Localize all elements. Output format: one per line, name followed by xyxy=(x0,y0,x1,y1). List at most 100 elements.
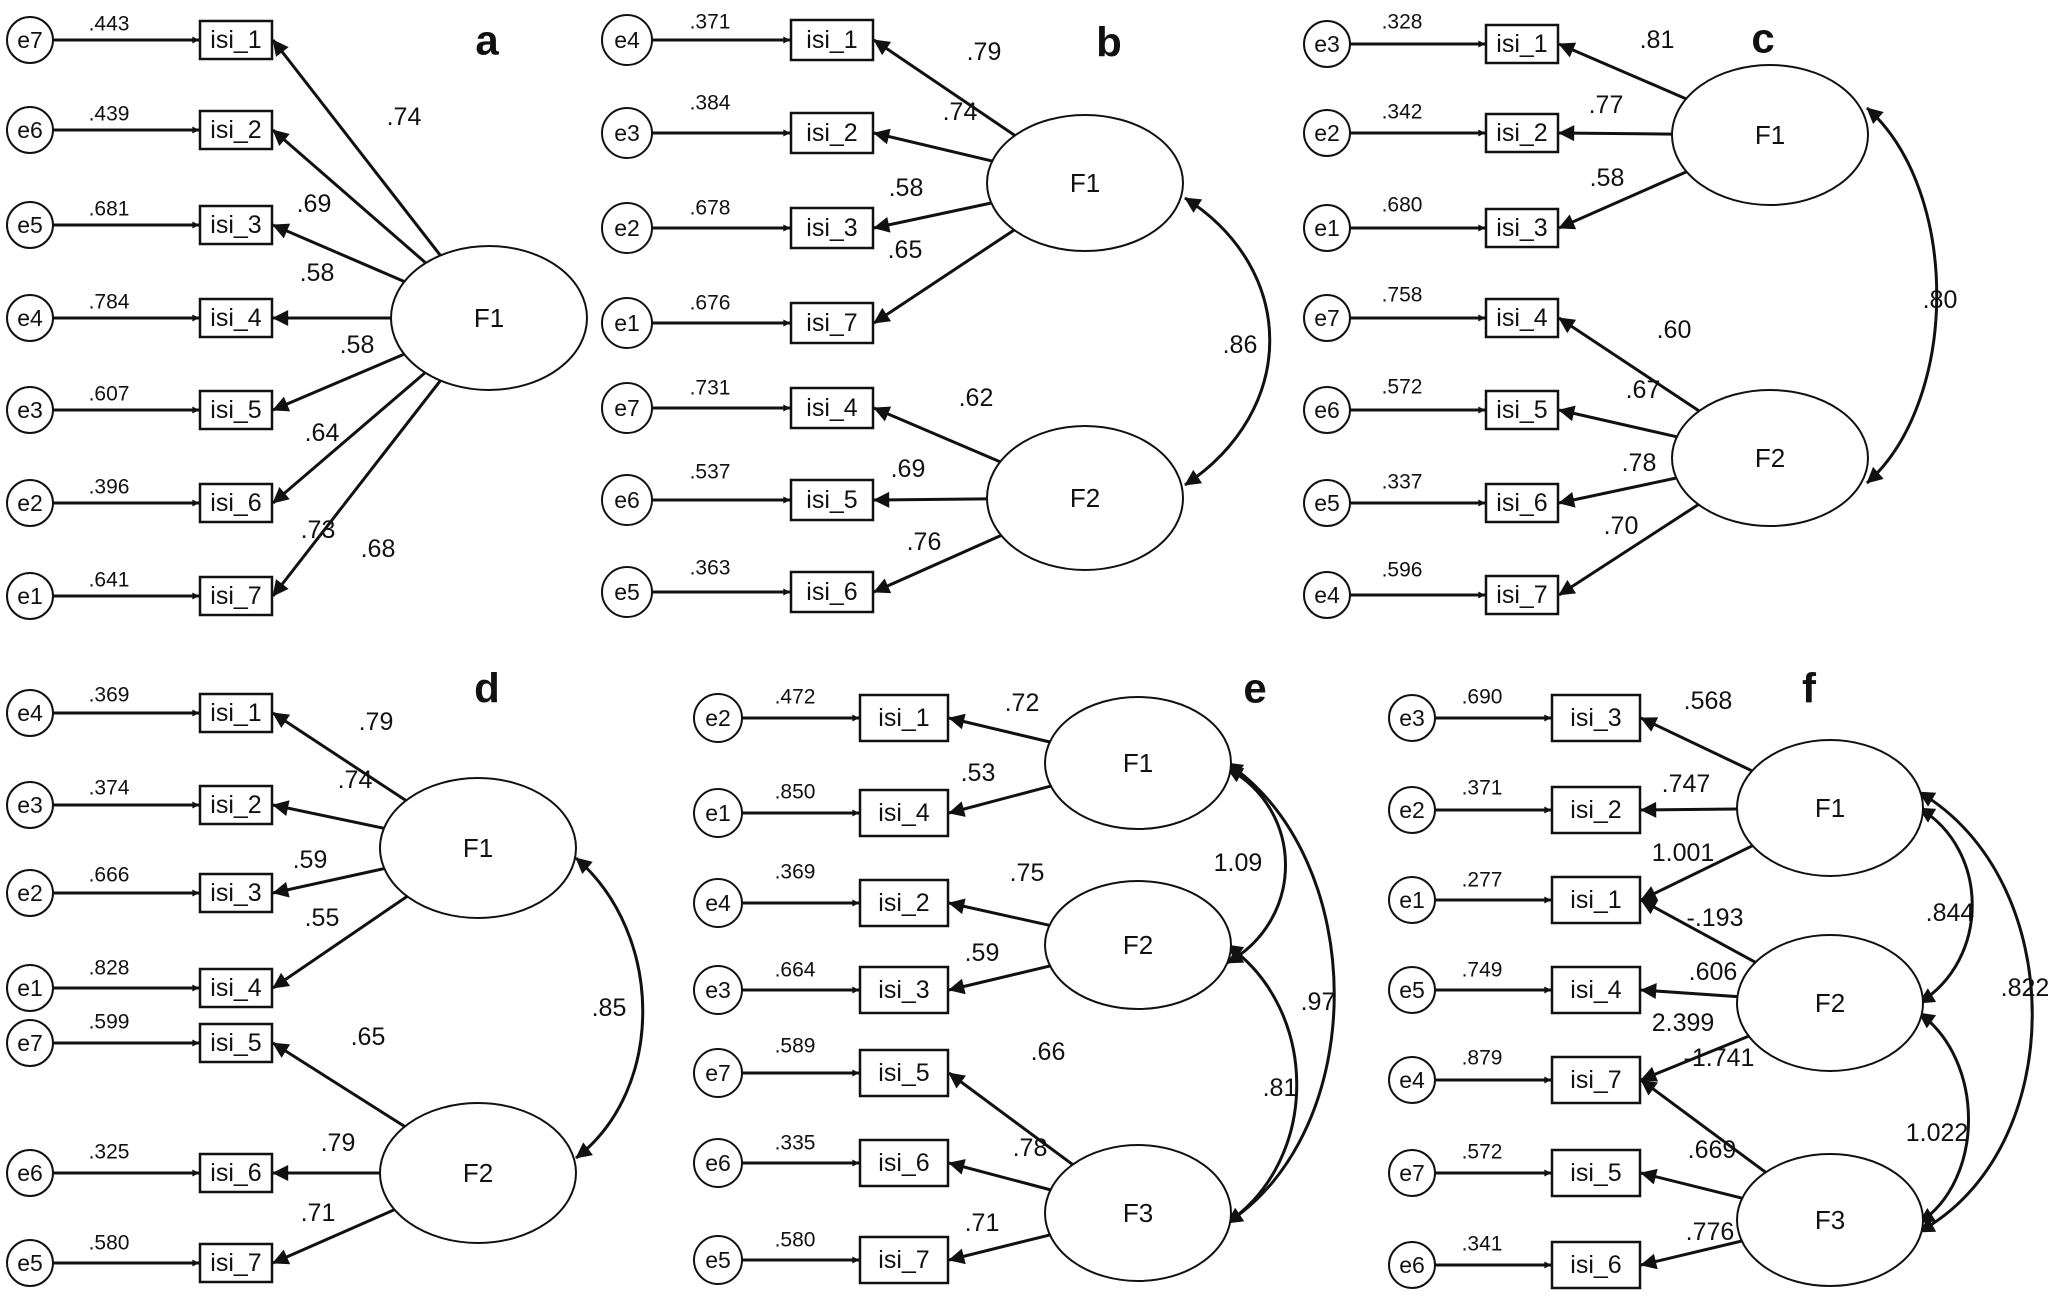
error-node xyxy=(1388,1056,1436,1104)
factor-node xyxy=(1736,739,1924,877)
error-node-label: e4 xyxy=(1314,582,1340,608)
error-variance-label: .572 xyxy=(1382,376,1423,399)
error-node-label: e3 xyxy=(17,792,43,818)
error-node xyxy=(1388,876,1436,924)
covariance-label: 1.022 xyxy=(1906,1119,1969,1147)
error-node-label: e2 xyxy=(1314,120,1340,146)
error-node xyxy=(693,1138,743,1188)
loading-arrow xyxy=(272,867,385,898)
item-box xyxy=(198,967,274,1009)
error-variance-label: .363 xyxy=(690,557,731,580)
factor-node-label: F1 xyxy=(1755,120,1785,150)
loading-arrow xyxy=(1640,898,1757,964)
error-variance-label: .374 xyxy=(89,777,130,800)
item-box-label: isi_6 xyxy=(1496,489,1547,517)
loading-arrow xyxy=(948,713,1051,744)
error-variance-label: .371 xyxy=(690,11,731,34)
item-box xyxy=(858,1048,950,1098)
loading-label: .58 xyxy=(340,331,375,359)
item-box xyxy=(789,111,875,155)
error-node-label: e2 xyxy=(1399,797,1425,823)
item-box-label: isi_2 xyxy=(878,889,929,917)
error-variance-label: .599 xyxy=(89,1011,130,1034)
factor-node-label: F2 xyxy=(1123,930,1153,960)
error-node xyxy=(601,297,653,349)
factor-node-label: F2 xyxy=(1755,443,1785,473)
error-variance-label: .472 xyxy=(775,686,816,709)
loading-label: .69 xyxy=(891,455,926,483)
error-variance-label: .731 xyxy=(690,377,731,400)
loading-arrow xyxy=(1558,170,1688,230)
item-box-label: isi_4 xyxy=(806,394,858,422)
error-node xyxy=(6,479,54,527)
item-box-label: isi_4 xyxy=(210,304,262,332)
edges-layer xyxy=(53,36,2034,1270)
error-node xyxy=(6,294,54,342)
error-node xyxy=(6,106,54,154)
loading-label: .79 xyxy=(321,1129,356,1157)
error-variance-label: .341 xyxy=(1462,1233,1503,1256)
item-box xyxy=(198,109,274,151)
error-node-label: e7 xyxy=(17,27,43,53)
item-box xyxy=(198,19,274,61)
item-box xyxy=(1484,23,1560,65)
loading-arrow xyxy=(1558,503,1700,597)
item-box-label: isi_5 xyxy=(210,1029,261,1057)
item-box xyxy=(789,386,875,430)
item-box-label: isi_2 xyxy=(1496,119,1547,147)
factor-node-label: F3 xyxy=(1815,1205,1845,1235)
loading-arrow xyxy=(1558,42,1687,101)
loading-label: .71 xyxy=(965,1209,1000,1237)
error-node xyxy=(1388,1241,1436,1289)
error-variance-label: .369 xyxy=(775,861,816,884)
panel-letter-e: e xyxy=(1243,665,1266,712)
covariance-curve xyxy=(1918,790,2034,1234)
error-variance-label: .342 xyxy=(1382,101,1423,124)
item-box-label: isi_4 xyxy=(210,974,262,1002)
loading-label: .606 xyxy=(1689,958,1738,986)
factor-node xyxy=(1671,64,1869,206)
error-node xyxy=(1388,786,1436,834)
error-node xyxy=(693,788,743,838)
error-node-label: e6 xyxy=(614,487,640,513)
error-node-label: e1 xyxy=(614,310,640,336)
factor-node-label: F1 xyxy=(474,303,504,333)
error-variance-label: .396 xyxy=(89,476,130,499)
loading-label: .74 xyxy=(387,103,422,131)
loading-arrow xyxy=(873,128,993,163)
error-node-label: e6 xyxy=(1314,397,1340,423)
loading-arrow xyxy=(948,898,1050,927)
covariance-curve xyxy=(1226,761,1336,1225)
loading-label: .58 xyxy=(300,259,335,287)
loading-arrow xyxy=(1640,844,1754,902)
item-box xyxy=(1550,785,1642,835)
error-node xyxy=(1388,966,1436,1014)
error-node-label: e7 xyxy=(614,395,640,421)
item-box xyxy=(789,570,875,614)
panel-letter-c: c xyxy=(1751,15,1774,62)
item-box xyxy=(198,1152,274,1194)
item-box xyxy=(1484,207,1560,249)
item-box xyxy=(1550,965,1642,1015)
error-node xyxy=(1388,1149,1436,1197)
item-box-label: isi_6 xyxy=(1570,1251,1621,1279)
loading-label: .73 xyxy=(301,516,336,544)
covariance-label: .81 xyxy=(1263,1074,1298,1102)
loading-label: .71 xyxy=(301,1199,336,1227)
error-node-label: e3 xyxy=(705,977,731,1003)
item-box-label: isi_4 xyxy=(1496,304,1548,332)
loading-label: .65 xyxy=(888,236,923,264)
error-variance-label: .749 xyxy=(1462,959,1503,982)
error-node xyxy=(1303,204,1351,252)
error-node-label: e4 xyxy=(705,890,731,916)
covariance-curve xyxy=(1184,196,1272,487)
error-variance-label: .572 xyxy=(1462,1141,1503,1164)
item-box xyxy=(789,206,875,250)
error-variance-label: .325 xyxy=(89,1141,130,1164)
covariance-curve xyxy=(1918,806,1974,1005)
labels-layer: a.443.439.681.784.607.396.641.74.69.58.5… xyxy=(89,11,2050,1256)
item-box-label: isi_5 xyxy=(878,1059,929,1087)
error-variance-label: .335 xyxy=(775,1132,816,1155)
covariance-label: .85 xyxy=(592,994,627,1022)
